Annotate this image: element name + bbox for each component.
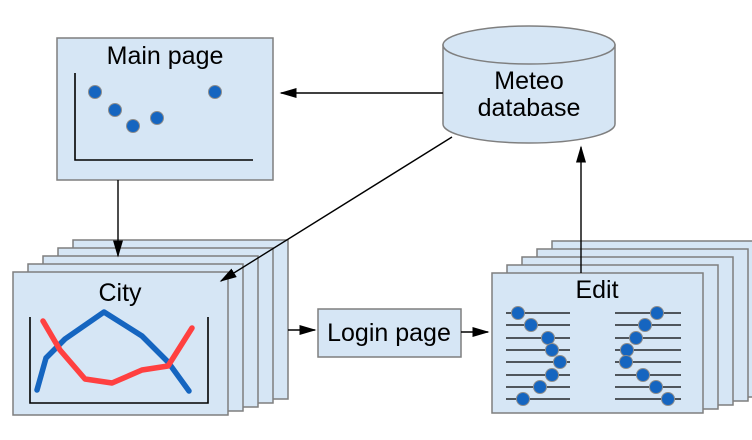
database-label-line1: Meteo: [494, 67, 563, 95]
edit-slider-list-left: [506, 306, 570, 406]
edit-front-page: [491, 272, 704, 414]
login-page-box: [317, 308, 462, 358]
city-chart-frame: [29, 317, 209, 404]
login-page-node: Login page: [317, 308, 462, 358]
scatter-axes: [74, 73, 253, 161]
meteo-database-node: Meteo database: [442, 25, 616, 144]
database-cylinder-body: [442, 44, 616, 144]
city-front-page: [12, 271, 229, 416]
edit-page-stack: Edit: [491, 240, 752, 414]
database-cylinder-top: [442, 25, 616, 65]
edge-database-to-city-arrow: [219, 136, 453, 282]
main-page-box: [56, 37, 274, 181]
main-page-title: Main page: [107, 42, 224, 70]
edit-slider-list-right: [615, 306, 681, 406]
city-line-chart: [29, 309, 209, 404]
login-page-title: Login page: [327, 319, 451, 347]
city-page-title: City: [98, 279, 142, 307]
main-page-node: Main page: [56, 37, 274, 181]
diagram-edges: [113, 88, 586, 337]
database-label-line2: database: [478, 94, 581, 122]
city-page-stack: City: [12, 239, 289, 416]
edit-page-title: Edit: [575, 276, 618, 304]
city-chart-red-series: [40, 318, 195, 386]
main-page-scatter-chart: [74, 73, 253, 161]
